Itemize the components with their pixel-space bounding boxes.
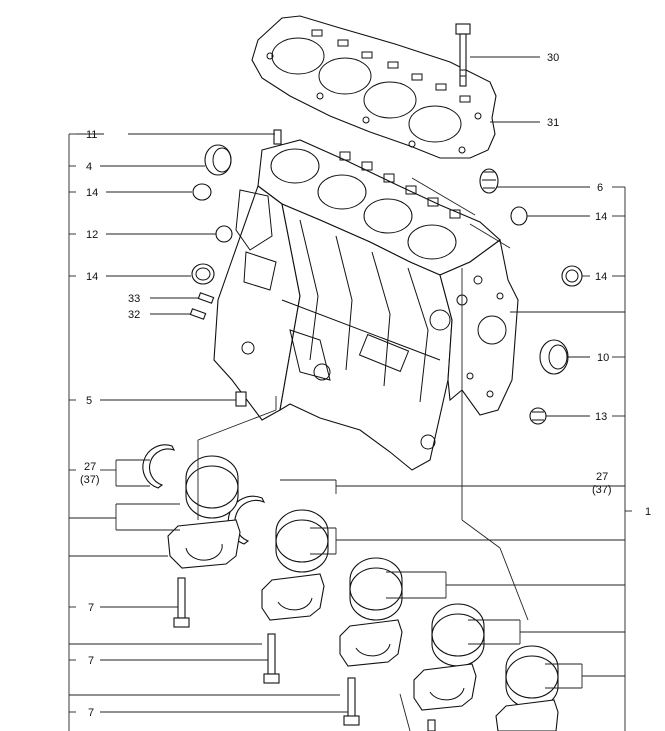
part-14-plug-a <box>192 183 212 201</box>
callout-14-plug: 14 <box>86 187 98 199</box>
callout-13: 13 <box>595 411 607 423</box>
bearing-cap-3 <box>339 619 403 667</box>
cap-bolt-2 <box>263 633 280 684</box>
part-6-cap <box>479 168 499 194</box>
cap-bolt-4 <box>427 719 436 731</box>
callout-5: 5 <box>86 395 92 407</box>
left-bracket <box>68 133 76 731</box>
leader-lines <box>69 56 625 731</box>
callout-30: 30 <box>547 52 559 64</box>
bearing-cap-5 <box>495 699 559 731</box>
callout-33: 33 <box>128 293 140 305</box>
thrust-washer-left <box>142 444 176 489</box>
part-5-pin <box>235 391 247 407</box>
part-32-dowel <box>189 308 207 320</box>
bearing-cap-1 <box>167 519 241 569</box>
callout-31: 31 <box>547 117 559 129</box>
part-4-plug <box>204 144 232 176</box>
bearing-set-5 <box>505 645 559 709</box>
part-14-ring-b <box>561 265 583 287</box>
part-11-pin <box>273 129 282 145</box>
part-14-ring-a <box>191 263 215 285</box>
part-12-cap <box>215 225 233 243</box>
bearing-set-2 <box>275 509 329 573</box>
callout-1: 1 <box>645 506 651 518</box>
callout-10: 10 <box>597 352 609 364</box>
callout-37-left: (37) <box>80 474 100 486</box>
cap-bolt-3 <box>343 677 360 726</box>
callout-11: 11 <box>86 129 97 141</box>
bearing-set-3 <box>349 557 403 621</box>
callout-14-right-ring: 14 <box>595 271 607 283</box>
head-gasket <box>251 15 497 159</box>
callout-6: 6 <box>597 182 603 194</box>
callout-7-c: 7 <box>88 707 94 719</box>
bearing-set-1 <box>185 455 239 519</box>
callout-32: 32 <box>128 309 140 321</box>
bearing-cap-4 <box>413 663 477 711</box>
callout-14-right-plug: 14 <box>595 211 607 223</box>
callout-14-ring: 14 <box>86 271 98 283</box>
callout-7-a: 7 <box>88 602 94 614</box>
head-bolt <box>455 23 471 87</box>
cap-bolt-1 <box>173 577 190 628</box>
cylinder-block <box>213 139 519 471</box>
part-14-plug-b <box>510 206 528 226</box>
bearing-cap-2 <box>261 573 325 621</box>
part-10-bushing <box>539 339 569 375</box>
right-bracket <box>612 186 632 731</box>
callout-labels: 30 31 11 4 14 6 14 12 14 14 33 32 10 5 1… <box>80 52 651 719</box>
callout-7-b: 7 <box>88 655 94 667</box>
part-13-plug <box>529 407 547 425</box>
callout-27-left: 27 <box>84 461 96 473</box>
part-33-dowel <box>197 292 215 304</box>
callout-4: 4 <box>86 161 92 173</box>
bearing-set-4 <box>431 603 485 667</box>
callout-12: 12 <box>86 229 98 241</box>
callout-27-right: 27 <box>596 471 608 483</box>
callout-37-right: (37) <box>592 484 612 496</box>
